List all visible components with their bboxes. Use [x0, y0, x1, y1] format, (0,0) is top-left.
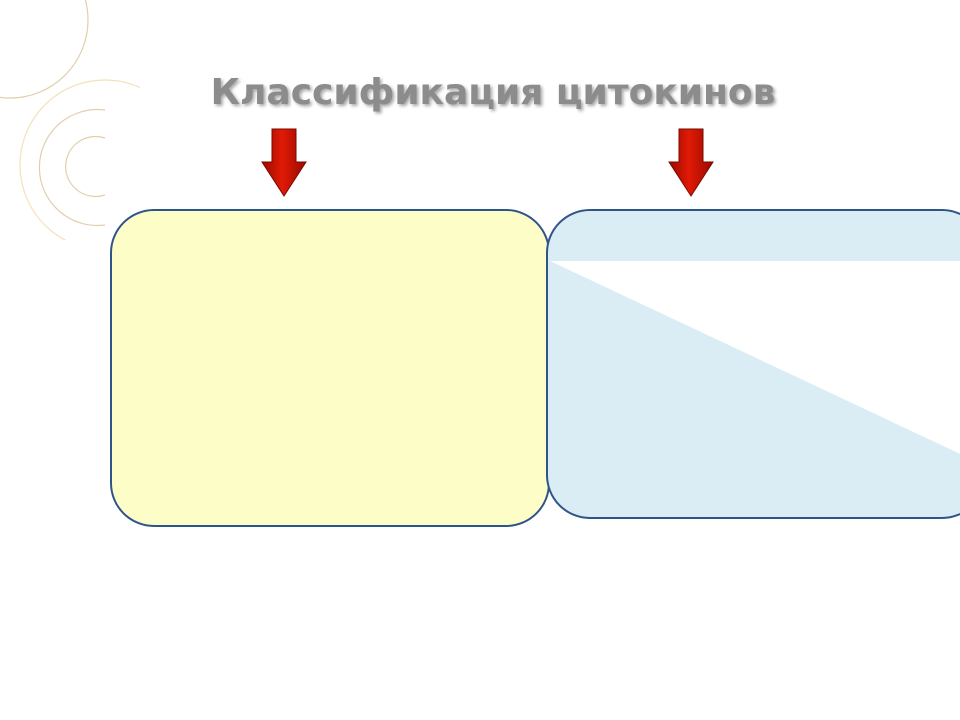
down-arrow-icon: [261, 128, 307, 197]
decorative-circles-icon: [0, 0, 140, 240]
down-arrow-icon: [668, 128, 714, 197]
box-right-white-wedge: [550, 261, 960, 454]
classification-box-right: [546, 209, 960, 519]
page-title: Классификация цитокинов: [210, 72, 776, 113]
classification-box-left: [110, 209, 550, 527]
